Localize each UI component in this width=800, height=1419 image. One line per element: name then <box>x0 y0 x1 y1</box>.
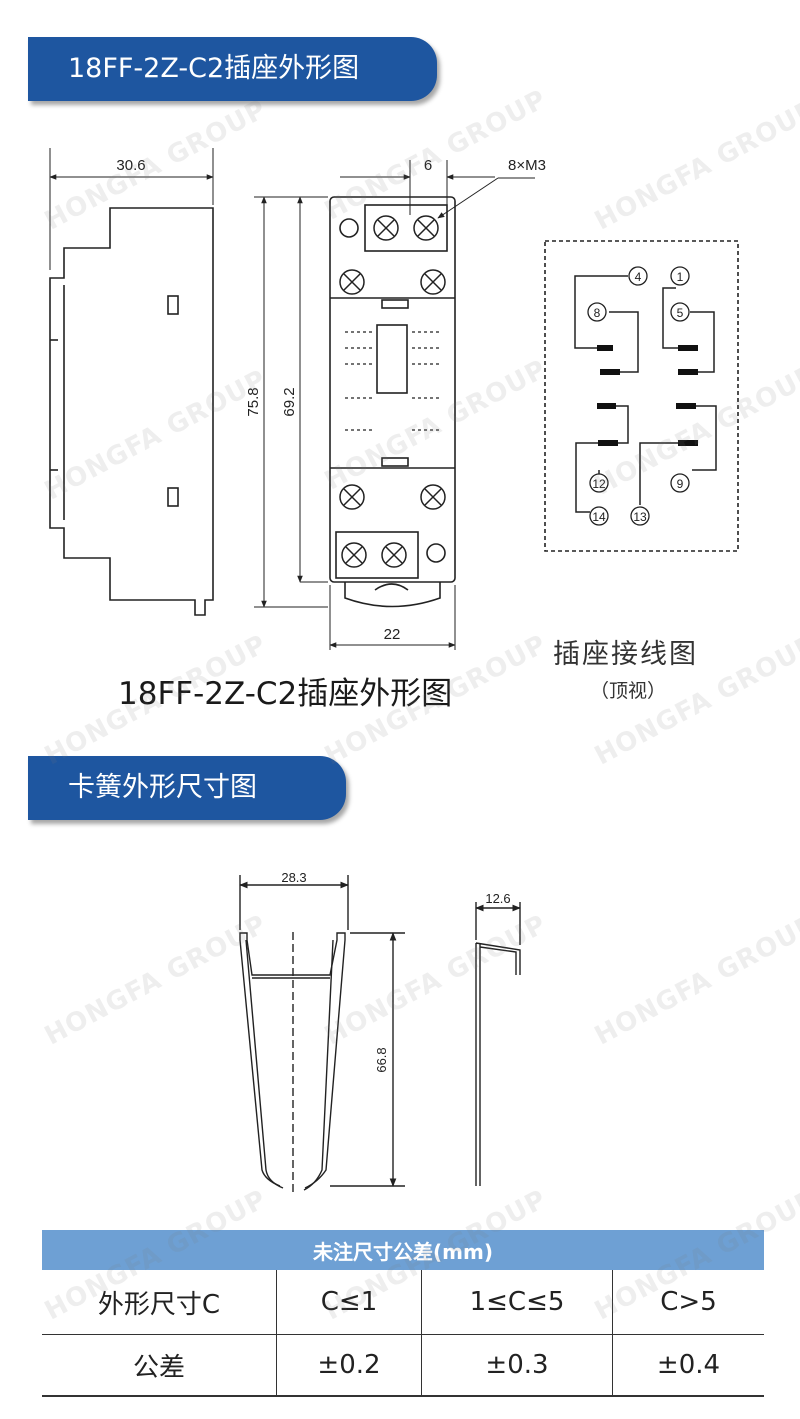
screw-icon <box>339 269 365 295</box>
wiring-diagram-frame <box>544 240 739 552</box>
socket-front-view <box>329 196 456 583</box>
terminal-1: 1 <box>677 270 684 284</box>
dim-clip-height: 66.8 <box>374 1047 389 1072</box>
screw-icon <box>381 542 407 568</box>
table-row: 外形尺寸C C≤1 1≤C≤5 C>5 <box>42 1270 764 1335</box>
section-title: 卡簧外形尺寸图 <box>68 772 257 803</box>
table-cell: C>5 <box>612 1270 764 1335</box>
table-cell: ±0.3 <box>421 1334 613 1397</box>
section-banner-clip-dimensions: 卡簧外形尺寸图 <box>28 756 346 820</box>
section-title: 18FF-2Z-C2插座外形图 <box>68 53 360 84</box>
tolerance-header: 未注尺寸公差(mm) <box>42 1230 764 1270</box>
terminal-4: 4 <box>635 270 642 284</box>
clip-drawing: 28.3 66.8 12.6 <box>239 870 521 1195</box>
table-cell: ±0.4 <box>612 1334 764 1397</box>
table-cell: C≤1 <box>276 1270 422 1335</box>
terminal-5: 5 <box>677 306 684 320</box>
outline-caption: 18FF-2Z-C2插座外形图 <box>118 676 453 712</box>
table-cell: 1≤C≤5 <box>421 1270 613 1335</box>
table-cell: 外形尺寸C <box>42 1270 277 1335</box>
screw-icon <box>420 484 446 510</box>
section-banner-socket-outline: 18FF-2Z-C2插座外形图 <box>28 37 437 101</box>
dim-height-inner: 69.2 <box>281 387 298 416</box>
screw-icon <box>373 215 399 241</box>
table-cell: 公差 <box>42 1334 277 1397</box>
dim-side-width: 30.6 <box>116 157 145 174</box>
terminal-13: 13 <box>633 510 647 524</box>
clip-side-view <box>475 942 521 1186</box>
wiring-title: 插座接线图 <box>553 639 698 670</box>
dim-height-total: 75.8 <box>245 387 262 416</box>
terminal-14: 14 <box>592 510 606 524</box>
dim-width: 22 <box>384 626 401 643</box>
screw-icon <box>339 484 365 510</box>
dim-screws: 8×M3 <box>508 157 546 174</box>
screw-icon <box>420 269 446 295</box>
tolerance-table: 未注尺寸公差(mm) 外形尺寸C C≤1 1≤C≤5 C>5 公差 ±0.2 ±… <box>42 1230 764 1397</box>
socket-drawing: 30.6 6 8×M3 75.8 69.2 22 4 1 8 <box>49 148 739 650</box>
terminal-8: 8 <box>594 306 601 320</box>
screw-icon <box>413 215 439 241</box>
dim-pitch: 6 <box>424 157 432 174</box>
terminal-12: 12 <box>592 477 606 491</box>
socket-side-view <box>49 207 214 616</box>
dim-clip-width: 28.3 <box>281 870 306 885</box>
dim-clip-depth: 12.6 <box>485 891 510 906</box>
screw-icon <box>341 542 367 568</box>
table-cell: ±0.2 <box>276 1334 422 1397</box>
wiring-subtitle: （顶视） <box>590 680 667 702</box>
table-row: 公差 ±0.2 ±0.3 ±0.4 <box>42 1334 764 1397</box>
terminal-9: 9 <box>677 477 684 491</box>
clip-front-view <box>239 932 346 1189</box>
